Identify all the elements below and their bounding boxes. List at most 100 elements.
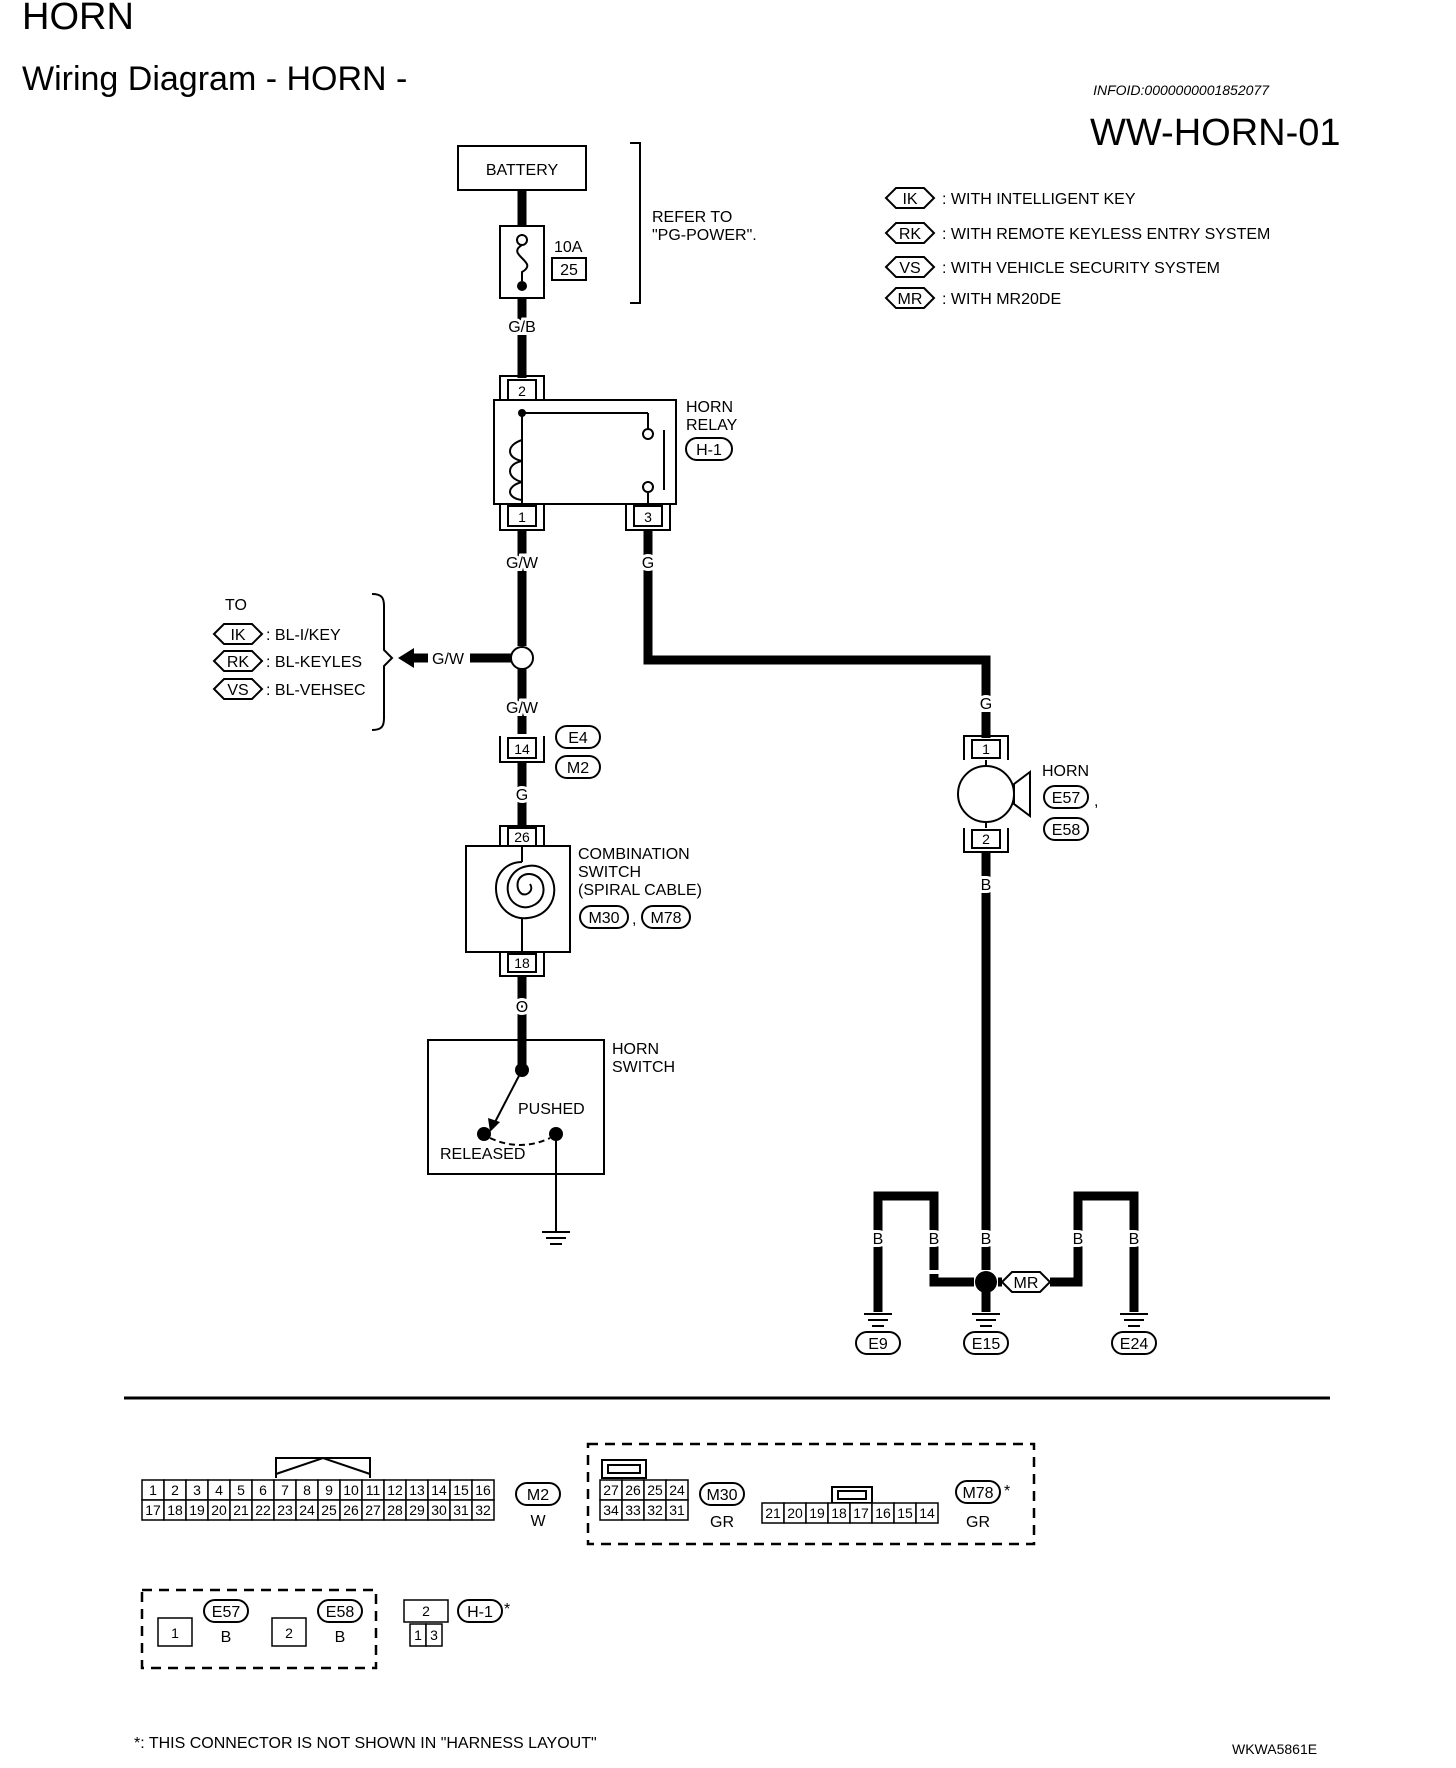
ground-network: B B B B B MR E9 E15 [855,1191,1157,1355]
wire-ground-e24-loop [1050,1191,1139,1292]
connector-face-h1: 2 1 3 H-1 * [403,1599,510,1647]
connector-face-e57: 1 E57 B [157,1599,249,1647]
wire-ground-bus [929,1274,974,1287]
released-label: RELEASED [440,1146,525,1163]
wire-ground-e9-loop [873,1191,939,1292]
comb-pin-18: 18 [514,955,530,971]
m30-lock [601,1459,647,1479]
arrow-left-icon [398,648,414,668]
horn-switch-arm [493,1069,523,1125]
ground-tag [1111,1331,1157,1355]
wire-color-label: B [1073,1231,1084,1248]
horn: 1 2 HORN E57 , E58 [957,735,1098,853]
ground-e15: E15 [963,1300,1009,1355]
pin-number: 33 [625,1502,641,1518]
horn-pin-housing [963,735,1009,760]
connector-tag [203,1599,249,1623]
connector-tag [955,1480,1001,1504]
refer-label: "PG-POWER". [652,227,757,244]
legend-text: : WITH VEHICLE SECURITY SYSTEM [942,260,1220,277]
relay-connector-label: H-1 [696,442,722,459]
wire-color-label: G/W [506,700,539,717]
to-tag: IK [230,627,245,644]
wire-color-label: O [516,999,528,1016]
pin-number: 21 [233,1502,249,1518]
vs-tag-icon [884,256,936,278]
horn-pin-1: 1 [982,741,990,757]
pin-number: 16 [875,1505,891,1521]
separator-comma: , [632,911,636,928]
relay-pin-box [633,505,663,527]
pin-number: 28 [387,1502,403,1518]
relay-pin-box [507,505,537,527]
pin-number: 19 [189,1502,205,1518]
pin-number: 22 [255,1502,271,1518]
released-contact [477,1127,491,1141]
legend-item-ik: IK : WITH INTELLIGENT KEY [884,187,1136,209]
combination-switch: 26 18 COMBINATION SWITCH (SPIRAL CABLE) … [465,825,702,977]
pin-number: 29 [409,1502,425,1518]
legend-tag: VS [899,260,920,277]
pin-number: 7 [281,1482,289,1498]
e57-name: E57 [212,1604,241,1621]
pin-number: 5 [237,1482,245,1498]
fuse-amp: 10A [554,239,583,256]
fuse-terminal [516,234,528,246]
pin-number: 32 [475,1502,491,1518]
splice-point [510,646,534,670]
page-subtitle: Wiring Diagram - HORN - [22,60,408,98]
ground-label-e15: E15 [972,1336,1001,1353]
vs-tag-icon [212,678,264,700]
comb-pin-box [507,953,537,973]
ground-e9: E9 [855,1292,901,1355]
pin-number: 14 [431,1482,447,1498]
fuse-element-icon [516,244,529,281]
ground-tag [963,1331,1009,1355]
to-block: TO IK : BL-I/KEY RK : BL-KEYLES VS : BL-… [212,593,394,731]
relay-coil-icon [509,439,523,501]
wire-color-label: B [873,1231,884,1248]
to-target: : BL-I/KEY [266,627,341,644]
horn-switch-body [427,1039,605,1175]
mr-tag: MR [1014,1275,1039,1292]
legend: IK : WITH INTELLIGENT KEY RK : WITH REMO… [884,187,1270,309]
joint-connector: 14 E4 M2 [499,725,601,779]
pin-number: 20 [787,1505,803,1521]
to-tag: RK [227,654,250,671]
ground-tag [855,1331,901,1355]
pin-number: 19 [809,1505,825,1521]
ground-icon [542,1231,570,1245]
page-title: HORN [22,0,134,38]
footer-code: WKWA5861E [1232,1741,1317,1757]
horn-icon [957,765,1015,823]
relay-contact [642,481,654,493]
h1-cell [425,1623,443,1647]
legend-text: : WITH MR20DE [942,291,1061,308]
horn-relay: 2 1 3 HORN RELAY H-1 [493,375,738,531]
pin-number: 15 [897,1505,913,1521]
wire-color-label: B [981,877,992,894]
relay-name: HORN [686,399,733,416]
info-id: INFOID:0000000001852077 [1093,82,1269,98]
pin-number: 12 [387,1482,403,1498]
m78-name: M78 [962,1485,993,1502]
connector-tag [317,1599,363,1623]
horn-pin-2: 2 [982,831,990,847]
pin-number: 24 [669,1482,685,1498]
fuse-terminal [517,281,527,291]
pin-number: 20 [211,1502,227,1518]
wire-color-label: G/B [508,319,536,336]
relay-connector-tag [685,437,733,461]
connector-label-m2: M2 [567,760,589,777]
horn-pin-box [971,829,1001,849]
battery-box [457,145,587,191]
legend-item-rk: RK : WITH REMOTE KEYLESS ENTRY SYSTEM [884,222,1270,244]
ground-e24: E24 [1111,1292,1157,1355]
pin-number: 27 [365,1502,381,1518]
refer-label: REFER TO [652,209,732,226]
